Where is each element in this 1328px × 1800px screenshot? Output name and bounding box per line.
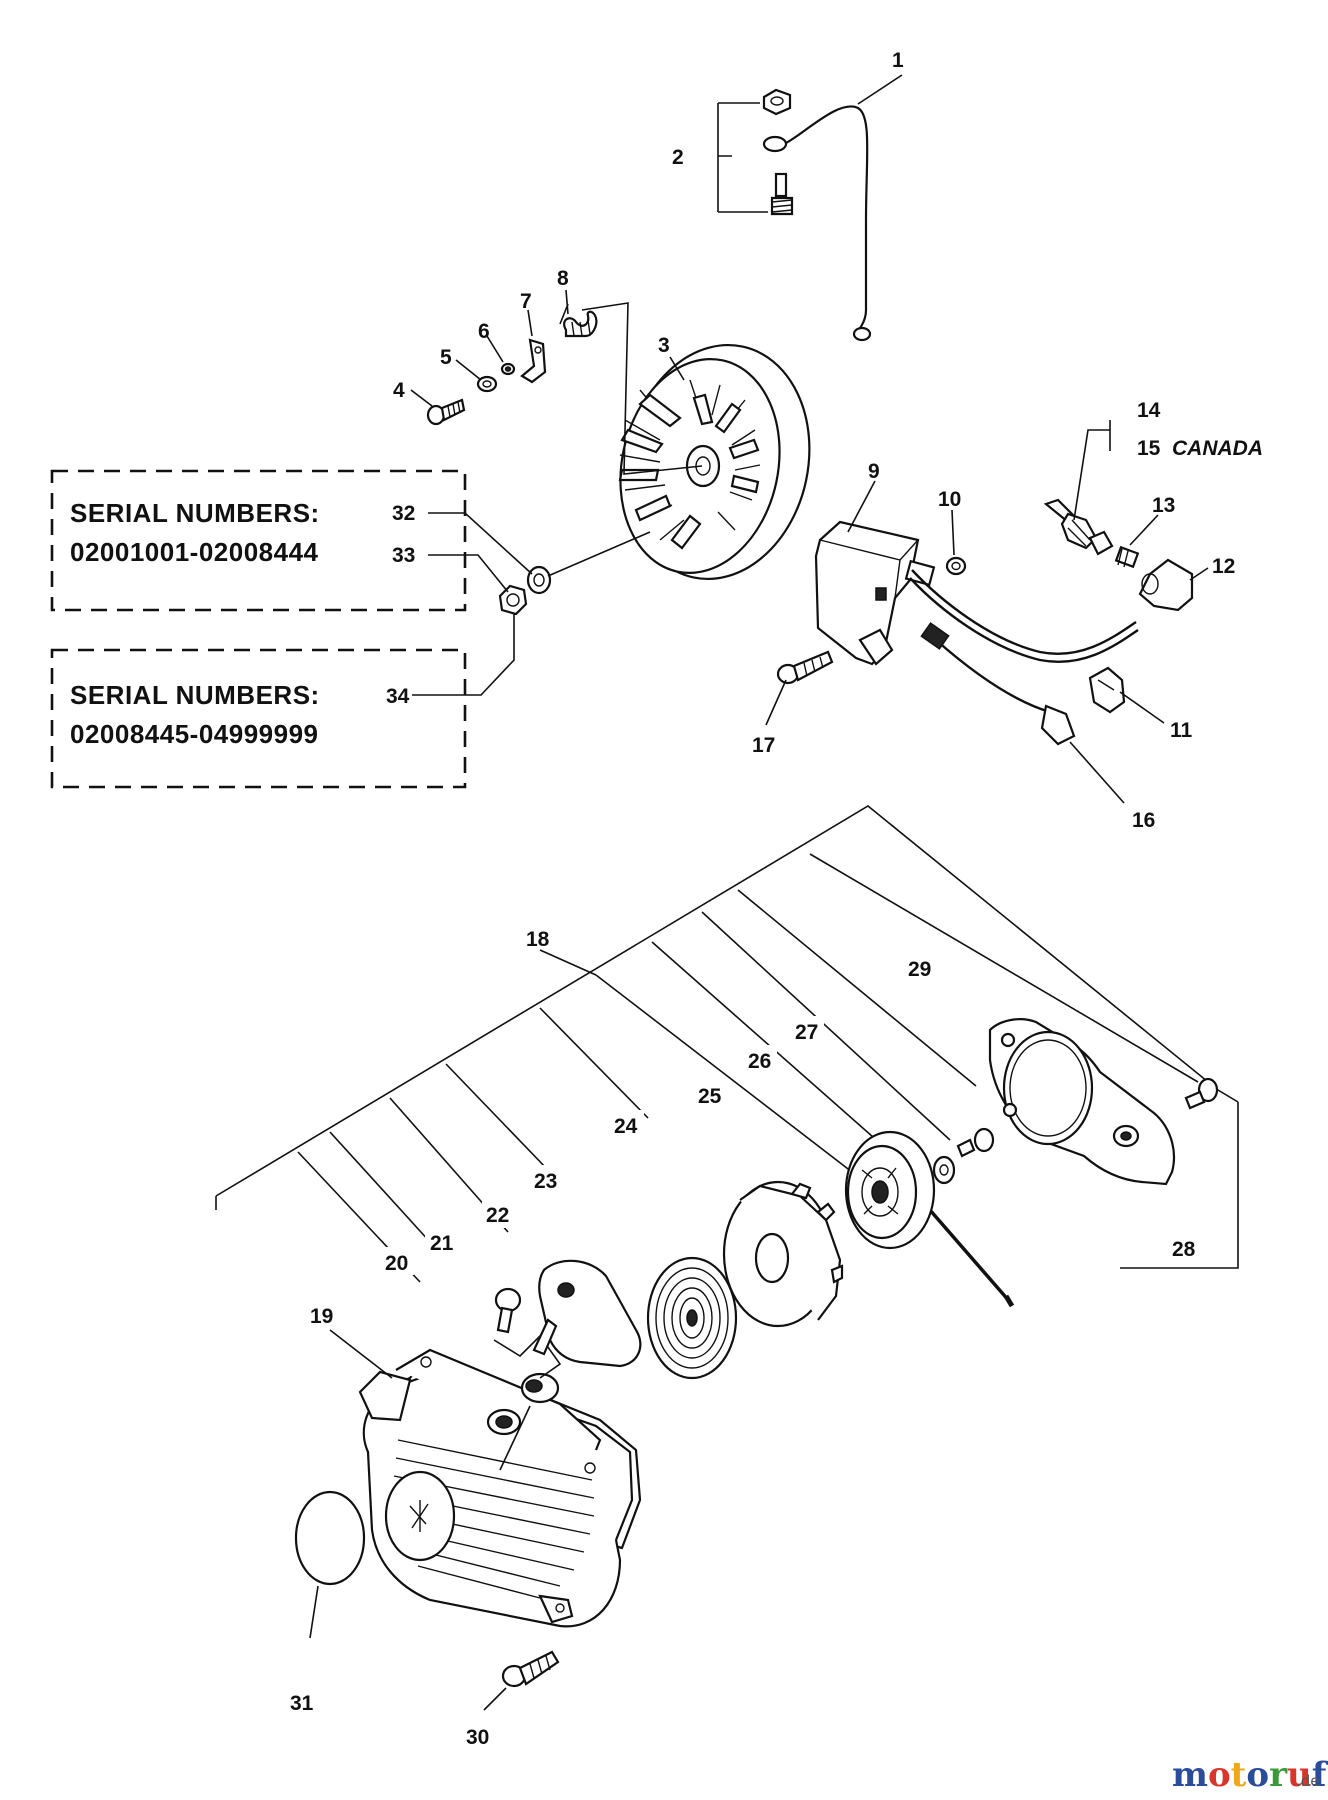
label-part-27: 27 (795, 1021, 818, 1044)
label-part-2: 2 (672, 146, 684, 169)
label-part-15: 15 (1137, 437, 1161, 460)
decal-part-31 (294, 1490, 366, 1586)
label-part-6: 6 (478, 320, 490, 343)
nut-part-6 (500, 362, 516, 376)
label-part-10: 10 (938, 488, 961, 511)
terminal-part-13 (1114, 545, 1140, 569)
label-part-3: 3 (658, 334, 670, 357)
washer-part-5 (476, 375, 498, 393)
nut-part-33 (498, 584, 528, 616)
watermark-logo: motoruf .de (1172, 1755, 1328, 1795)
spark-plug-cap-part-12 (1138, 558, 1194, 612)
label-part-4: 4 (393, 379, 405, 402)
screw-part-28 (1184, 1077, 1219, 1110)
pulley-part-26 (844, 1130, 936, 1250)
screw-part-4 (426, 398, 466, 426)
svg-text:motoruf: motoruf (1172, 1755, 1328, 1795)
spring-case-part-24 (722, 1180, 844, 1328)
screw-part-27b (956, 1127, 995, 1158)
label-part-18: 18 (526, 928, 550, 951)
label-part-20: 20 (385, 1252, 408, 1275)
flywheel-part-3 (618, 343, 811, 581)
label-part-15-canada: CANADA (1172, 437, 1263, 460)
label-part-16: 16 (1132, 809, 1155, 832)
serial-box-1-heading: SERIAL NUMBERS: (70, 498, 320, 528)
serial-box-1-range: 02001001-02008444 (70, 537, 319, 567)
label-part-28: 28 (1172, 1238, 1196, 1261)
label-part-17: 17 (752, 734, 775, 757)
label-part-1: 1 (892, 49, 904, 72)
recoil-spring-part-23 (646, 1256, 738, 1380)
watermark-letter: o (1208, 1755, 1231, 1795)
screw-part-21 (494, 1287, 522, 1334)
ignition-module-part-9 (814, 520, 936, 666)
screw-part-17 (776, 650, 834, 685)
screw-part-30 (501, 1650, 560, 1688)
starter-housing-part-19 (358, 1348, 642, 1628)
washer-part-27 (932, 1155, 956, 1185)
serial-box-2-heading: SERIAL NUMBERS: (70, 680, 320, 710)
ground-wire-part-1 (762, 105, 872, 342)
label-part-32: 32 (392, 502, 415, 525)
washer-part-10 (945, 556, 967, 576)
watermark-letter: m (1172, 1755, 1208, 1795)
spark-plug-part-14 (1043, 498, 1114, 556)
label-part-12: 12 (1212, 555, 1235, 578)
watermark-suffix: .de (1296, 1772, 1320, 1790)
label-part-30: 30 (466, 1726, 489, 1749)
grommet-part-20 (520, 1372, 560, 1404)
label-part-34: 34 (386, 685, 410, 708)
spark-plug-boot-part-11 (1088, 666, 1126, 714)
label-part-25: 25 (698, 1085, 722, 1108)
label-part-29: 29 (908, 958, 931, 981)
ignition-wire (909, 569, 1139, 663)
label-part-21: 21 (430, 1232, 454, 1255)
watermark-letter: r (1269, 1755, 1288, 1795)
label-part-22: 22 (486, 1204, 509, 1227)
label-part-9: 9 (868, 460, 880, 483)
washer-part-32 (526, 565, 552, 595)
label-part-26: 26 (748, 1050, 771, 1073)
label-part-8: 8 (557, 267, 569, 290)
watermark-letter: o (1246, 1755, 1269, 1795)
watermark-letter: f (1312, 1755, 1328, 1795)
watermark-letter: t (1231, 1755, 1247, 1795)
serial-box-2-range: 02008445-04999999 (70, 719, 319, 749)
label-part-19: 19 (310, 1305, 333, 1328)
label-part-31: 31 (290, 1692, 314, 1715)
label-part-24: 24 (614, 1115, 638, 1138)
label-part-13: 13 (1152, 494, 1175, 517)
watermark-letter: u (1287, 1755, 1312, 1795)
nut-and-terminal-part-2 (762, 88, 794, 216)
label-part-23: 23 (534, 1170, 557, 1193)
starter-handle-part-22 (532, 1259, 642, 1368)
pawl-part-7 (520, 338, 547, 384)
label-part-7: 7 (520, 290, 532, 313)
serial-box-2 (50, 648, 467, 789)
label-part-5: 5 (440, 346, 452, 369)
starter-plate-part-29 (988, 1018, 1176, 1186)
spring-part-8 (563, 310, 598, 338)
label-part-14: 14 (1137, 399, 1161, 422)
lead-wire-part-16 (920, 622, 1076, 746)
label-part-11: 11 (1170, 719, 1193, 742)
serial-box-1 (50, 469, 467, 612)
label-part-33: 33 (392, 544, 415, 567)
